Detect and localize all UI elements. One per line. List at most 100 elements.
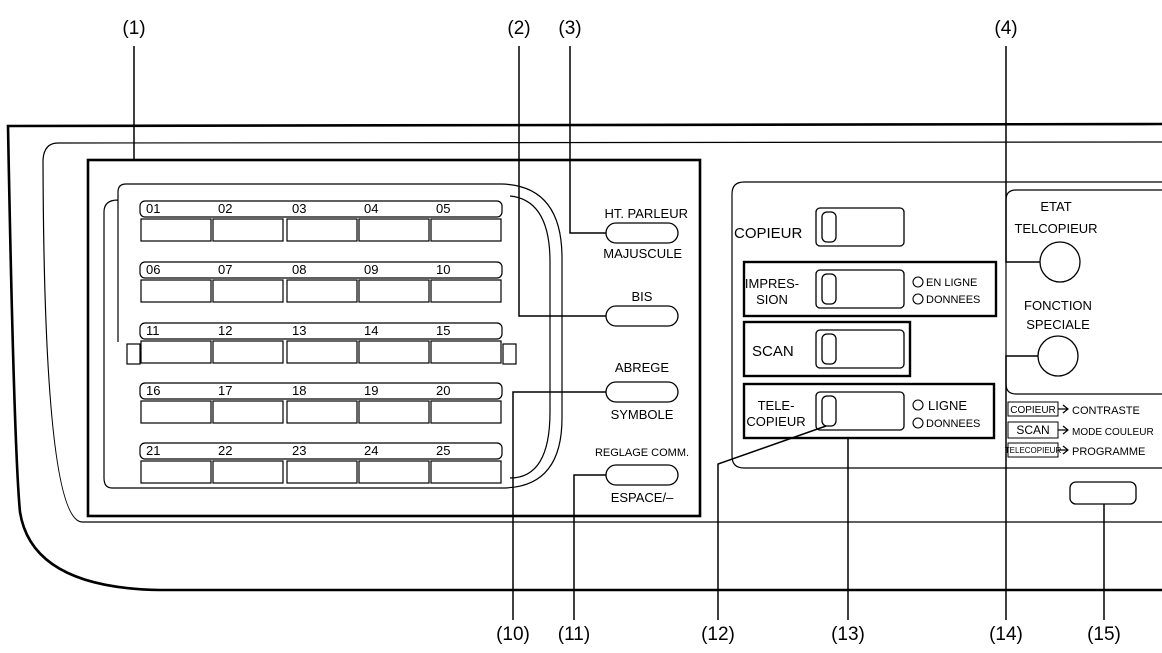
- scan-mode-key[interactable]: [815, 329, 905, 369]
- scan-mode-label: SCAN: [752, 343, 794, 360]
- fax-mode-frame: [742, 382, 996, 440]
- one-touch-key-24[interactable]: [358, 460, 430, 484]
- scan-mode-key-lamp: [821, 333, 837, 365]
- one-touch-key-10[interactable]: [430, 279, 502, 303]
- print-mode-label-2: SION: [756, 292, 788, 307]
- one-touch-number-18: 18: [292, 383, 306, 398]
- one-touch-number-7: 07: [218, 262, 232, 277]
- one-touch-key-14[interactable]: [358, 340, 430, 364]
- one-touch-number-21: 21: [146, 443, 160, 458]
- legend-fax-mode: TELECOPIEUR: [1005, 446, 1062, 455]
- one-touch-number-14: 14: [364, 323, 378, 338]
- one-touch-number-3: 03: [292, 201, 306, 216]
- copy-mode-key-lamp: [821, 211, 837, 243]
- copy-mode-key[interactable]: [815, 207, 905, 247]
- machine-body-outline: [6, 122, 1162, 592]
- label-strip-row-5: [139, 442, 503, 460]
- one-touch-key-5[interactable]: [430, 218, 502, 242]
- legend-fax-function: PROGRAMME: [1072, 446, 1145, 458]
- one-touch-key-19[interactable]: [358, 400, 430, 424]
- legend-copy-mode: COPIEUR: [1010, 405, 1056, 416]
- legend-scan-arrow: [1058, 425, 1069, 435]
- one-touch-key-6[interactable]: [140, 279, 212, 303]
- callout-4: (4): [994, 18, 1017, 39]
- one-touch-key-3[interactable]: [286, 218, 358, 242]
- one-touch-key-8[interactable]: [286, 279, 358, 303]
- comm-settings-key[interactable]: [605, 464, 679, 486]
- legend-fax-arrow: [1058, 445, 1069, 455]
- one-touch-key-18[interactable]: [286, 400, 358, 424]
- redial-key[interactable]: [605, 305, 679, 327]
- one-touch-number-23: 23: [292, 443, 306, 458]
- one-touch-number-4: 04: [364, 201, 378, 216]
- speed-dial-key[interactable]: [605, 381, 679, 403]
- right-key-panel-outline: [1005, 189, 1162, 395]
- scan-mode-frame: [742, 320, 912, 378]
- callout-12: (12): [701, 624, 735, 645]
- one-touch-key-2[interactable]: [212, 218, 284, 242]
- redial-key-label: BIS: [632, 289, 653, 304]
- legend-scan-mode: SCAN: [1016, 423, 1049, 437]
- one-touch-key-20[interactable]: [430, 400, 502, 424]
- leader-10: [512, 391, 606, 620]
- online-indicator: [912, 276, 924, 288]
- print-mode-label-1: IMPRES-: [745, 276, 799, 291]
- leader-12: [717, 425, 827, 620]
- one-touch-number-5: 05: [436, 201, 450, 216]
- print-mode-frame: [742, 260, 998, 318]
- label-strip-row-2: [139, 261, 503, 279]
- one-touch-key-11[interactable]: [140, 340, 212, 364]
- speaker-key-label: HT. PARLEUR: [604, 206, 688, 221]
- small-key-15[interactable]: [1069, 481, 1137, 505]
- one-touch-key-1[interactable]: [140, 218, 212, 242]
- print-data-indicator-label: DONNEES: [926, 294, 980, 306]
- one-touch-key-16[interactable]: [140, 400, 212, 424]
- hinge-right: [502, 343, 517, 365]
- one-touch-key-21[interactable]: [140, 460, 212, 484]
- speaker-key[interactable]: [605, 222, 679, 244]
- fax-mode: TELE- COPIEUR LIGNE DONNEES: [742, 382, 996, 440]
- one-touch-key-13[interactable]: [286, 340, 358, 364]
- one-touch-number-13: 13: [292, 323, 306, 338]
- leader-14: [1005, 355, 1038, 620]
- one-touch-number-8: 08: [292, 262, 306, 277]
- print-mode-key-lamp: [821, 273, 837, 305]
- one-touch-key-25[interactable]: [430, 460, 502, 484]
- scan-mode: SCAN: [742, 320, 912, 378]
- callout-3: (3): [558, 18, 581, 39]
- job-status-key-label-1: ETAT: [1040, 199, 1071, 214]
- print-mode-key[interactable]: [815, 269, 905, 309]
- one-touch-frame: [86, 158, 702, 518]
- callout-15: (15): [1087, 624, 1121, 645]
- one-touch-key-15[interactable]: [430, 340, 502, 364]
- fax-mode-label-1: TELE-: [758, 398, 795, 413]
- one-touch-key-12[interactable]: [212, 340, 284, 364]
- one-touch-number-6: 06: [146, 262, 160, 277]
- one-touch-key-17[interactable]: [212, 400, 284, 424]
- fax-mode-label-2: COPIEUR: [746, 414, 805, 429]
- leader-2: [518, 46, 606, 317]
- one-touch-number-17: 17: [218, 383, 232, 398]
- one-touch-key-22[interactable]: [212, 460, 284, 484]
- line-indicator-label: LIGNE: [928, 398, 967, 413]
- job-status-key[interactable]: [1039, 241, 1081, 283]
- special-function-key[interactable]: [1037, 335, 1079, 377]
- label-strip-row-3: [139, 322, 503, 340]
- callout-11: (11): [558, 624, 590, 645]
- one-touch-number-20: 20: [436, 383, 450, 398]
- special-function-key-label-1: FONCTION: [1024, 298, 1092, 313]
- one-touch-cover: [103, 183, 563, 489]
- one-touch-number-25: 25: [436, 443, 450, 458]
- fax-mode-key[interactable]: [815, 391, 905, 431]
- comm-settings-key-label: REGLAGE COMM.: [595, 447, 689, 459]
- callout-14: (14): [989, 624, 1023, 645]
- one-touch-number-19: 19: [364, 383, 378, 398]
- cover-hinge: [509, 195, 551, 479]
- one-touch-number-9: 09: [364, 262, 378, 277]
- one-touch-key-4[interactable]: [358, 218, 430, 242]
- one-touch-key-7[interactable]: [212, 279, 284, 303]
- one-touch-key-9[interactable]: [358, 279, 430, 303]
- hinge-left: [126, 343, 141, 365]
- one-touch-key-23[interactable]: [286, 460, 358, 484]
